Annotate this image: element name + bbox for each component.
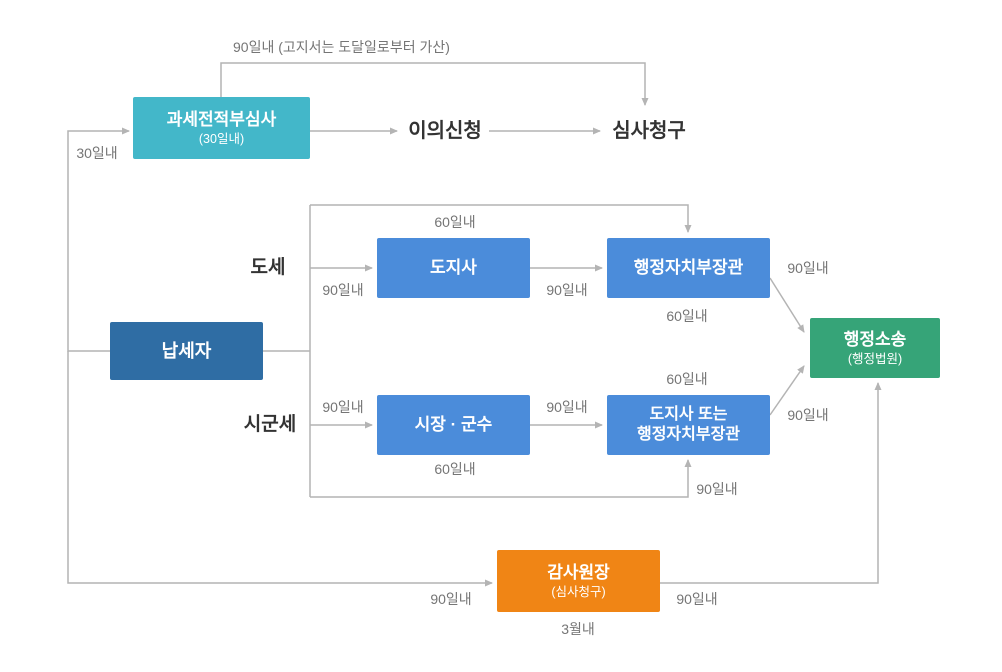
label-city-county-tax: 시군세 <box>243 414 297 435</box>
edge-label-90days-top-note: 90일내 (고지서는 도달일로부터 가산) <box>233 39 450 55</box>
edge-label-90days-audit-left: 90일내 <box>430 591 472 607</box>
node-title: 감사원장 <box>547 563 610 582</box>
edge-label-90days-governor-minister: 90일내 <box>546 282 588 298</box>
edge-label-60days-governor-or-minister: 60일내 <box>666 371 708 387</box>
node-title: 시장 · 군수 <box>414 415 493 435</box>
text-objection: 이의신청 <box>408 120 482 142</box>
node-governor-or-minister: 도지사 또는 행정자치부장관 <box>607 395 770 455</box>
text-review-request: 심사청구 <box>612 120 686 142</box>
node-title: 납세자 <box>161 340 212 361</box>
edge-label-60days-governor: 60일내 <box>434 214 476 230</box>
node-admin-litigation: 행정소송 (행정법원) <box>810 318 940 378</box>
node-title-line1: 도지사 또는 <box>649 406 728 423</box>
edge-label-3months-audit-decision: 3월내 <box>561 621 595 637</box>
node-board-of-audit: 감사원장 (심사청구) <box>497 550 660 612</box>
label-provincial-tax: 도세 <box>250 257 286 278</box>
node-pretax-review: 과세전적부심사 (30일내) <box>133 97 310 159</box>
node-sub: (행정법원) <box>847 352 903 367</box>
edge-label-90days-mayor-governor: 90일내 <box>546 399 588 415</box>
node-title: 행정소송 <box>843 330 907 349</box>
edge-label-90days-minister-litigation: 90일내 <box>787 260 829 276</box>
edge-label-60days-mayor: 60일내 <box>434 461 476 477</box>
node-minister-govt-admin: 행정자치부장관 <box>607 238 770 298</box>
edge-label-30days-rail: 30일내 <box>76 145 118 161</box>
node-title: 도지사 <box>430 258 477 278</box>
node-title: 행정자치부장관 <box>633 258 744 278</box>
node-mayor-county: 시장 · 군수 <box>377 395 530 455</box>
edge-label-90days-bottom-bypass: 90일내 <box>696 481 738 497</box>
node-title-line2: 행정자치부장관 <box>636 426 741 443</box>
edge-label-90days-governor-or-minister-litigation: 90일내 <box>787 407 829 423</box>
node-governor: 도지사 <box>377 238 530 298</box>
node-sub: (심사청구) <box>551 585 606 600</box>
node-sub: (30일내) <box>198 132 245 147</box>
edge-label-90days-taxpayer-governor: 90일내 <box>322 282 364 298</box>
edge-label-90days-taxpayer-mayor: 90일내 <box>322 399 364 415</box>
edge-label-60days-minister: 60일내 <box>666 308 708 324</box>
node-title: 과세전적부심사 <box>166 110 277 129</box>
edge-label-90days-audit-right: 90일내 <box>676 591 718 607</box>
node-taxpayer: 납세자 <box>110 322 263 380</box>
